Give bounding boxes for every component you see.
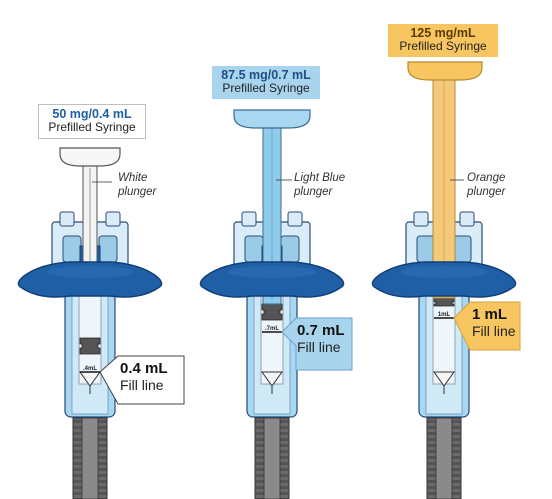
syringe-3-tag: 125 mg/mL Prefilled Syringe [388,24,498,57]
syringe-1-barrel-mark: .4mL [83,366,97,372]
syringe-3: 1mL [371,61,521,499]
syringe-3-thumb-press [407,61,483,81]
syringe-2: .7mL [199,109,353,499]
syringe-3-fill-callout [453,301,521,351]
syringe-3-dose: 125 mg/mL [410,26,476,40]
syringe-3-type: Prefilled Syringe [399,39,487,54]
syringe-2-fill-callout [281,317,353,371]
syringe-2-tag: 87.5 mg/0.7 mL Prefilled Syringe [212,66,320,99]
syringe-2-barrel-mark: .7mL [265,326,279,332]
syringe-2-thumb-press [233,109,311,129]
syringe-1-fill-callout [99,355,185,405]
syringe-3-barrel-mark: 1mL [438,312,451,318]
syringe-3-fill-text: 1 mL Fill line [472,306,522,339]
syringe-2-type: Prefilled Syringe [222,81,310,96]
syringe-1: .4mL [17,147,185,499]
syringe-3-fill-volume: 1 mL [472,306,508,323]
syringe-2-fill-volume: 0.7 mL [297,322,345,339]
syringe-2-dose: 87.5 mg/0.7 mL [221,68,311,82]
syringe-1-tag: 50 mg/0.4 mL Prefilled Syringe [38,104,146,139]
syringe-1-type: Prefilled Syringe [48,120,136,135]
syringe-1-plunger-note: White plunger [118,172,157,198]
syringe-1-fill-label: Fill line [120,377,164,394]
syringe-1-fill-text: 0.4 mL Fill line [120,360,184,393]
syringe-1-dose: 50 mg/0.4 mL [52,107,132,121]
syringe-2-fill-label: Fill line [297,339,341,356]
syringe-2-fill-text: 0.7 mL Fill line [297,322,353,355]
syringe-2-plunger-note: Light Blue plunger [294,172,346,198]
syringe-1-fill-volume: 0.4 mL [120,360,168,377]
syringe-3-fill-label: Fill line [472,323,516,340]
syringe-1-thumb-press [59,147,121,167]
syringe-3-plunger-note: Orange plunger [467,172,506,198]
